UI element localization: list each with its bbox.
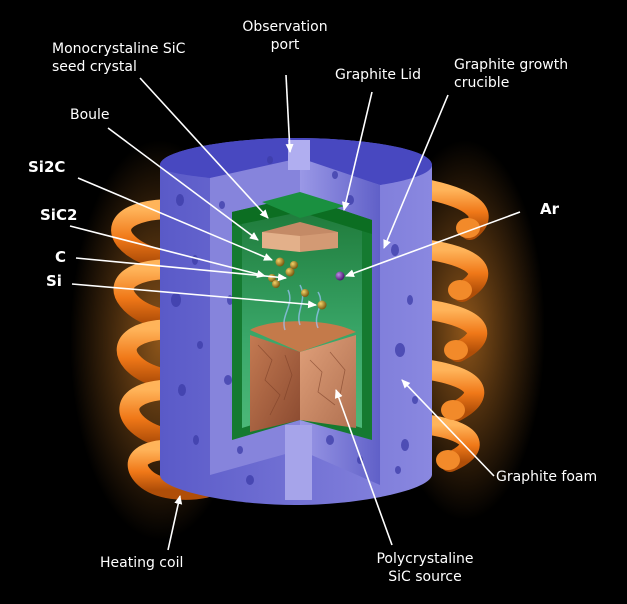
label-si: Si xyxy=(46,272,62,290)
label-boule: Boule xyxy=(70,107,110,123)
label-si2c: Si2C xyxy=(28,158,66,176)
pointer-lines xyxy=(69,74,521,551)
boule xyxy=(262,222,338,252)
vapor-flow xyxy=(283,284,322,331)
label-heating-coil: Heating coil xyxy=(100,555,184,571)
label-graphite-lid: Graphite Lid xyxy=(335,67,421,83)
label-seed-crystal: Monocrystaline SiC seed crystal xyxy=(52,41,186,75)
label-observation-port: Observation port xyxy=(242,19,328,53)
particles xyxy=(268,257,345,310)
label-c: C xyxy=(55,248,67,266)
label-graphite-foam: Graphite foam xyxy=(496,469,598,485)
label-growth-crucible: Graphite growth crucible xyxy=(454,57,569,91)
label-ar: Ar xyxy=(540,200,560,218)
label-sic-source: Polycrystaline SiC source xyxy=(376,551,474,585)
coil-ends-right xyxy=(436,218,480,470)
label-sic2: SiC2 xyxy=(40,206,78,224)
